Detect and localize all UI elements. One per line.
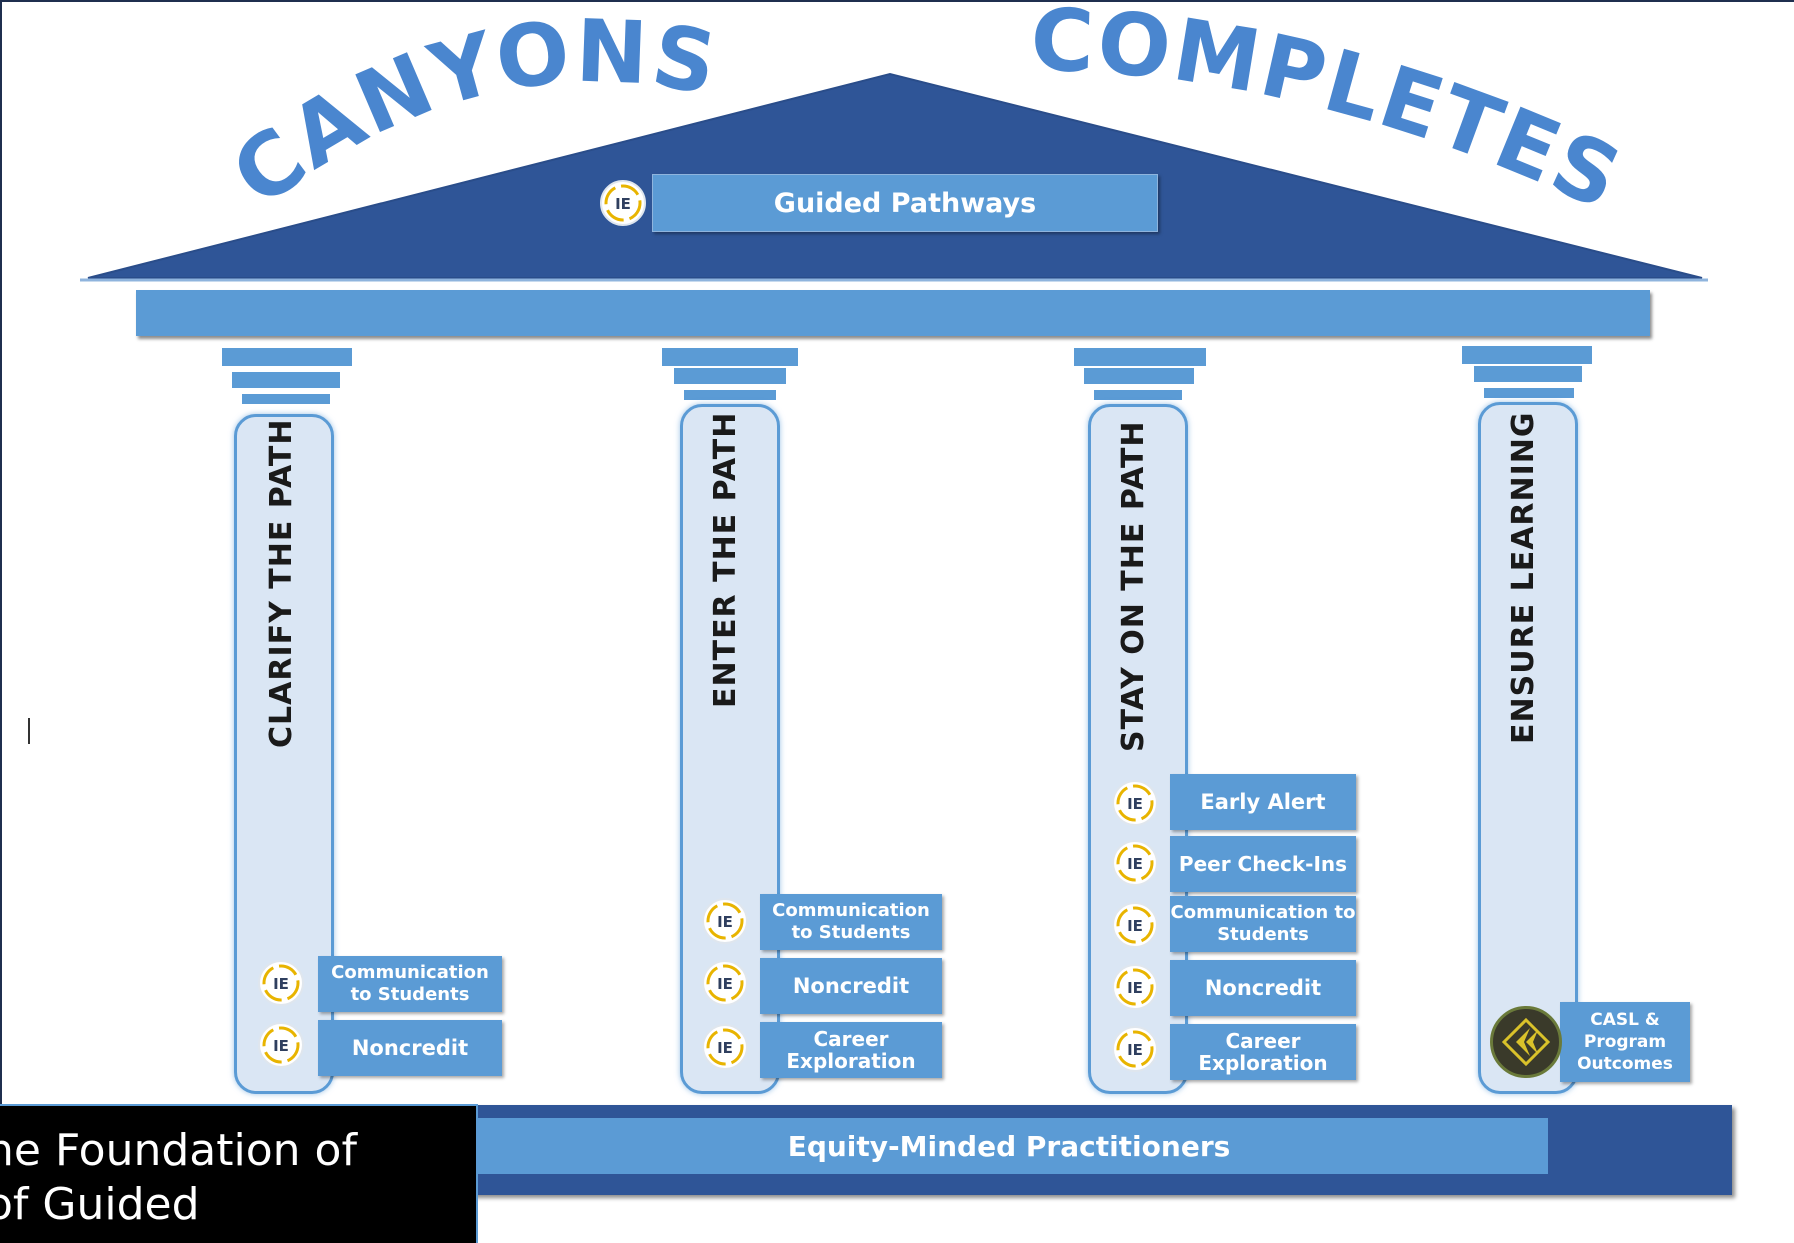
column-1-capital-top [222,348,352,366]
frame-top-border [0,0,1794,2]
svg-text:IE: IE [1127,917,1143,935]
column-3-item-2: Peer Check-Ins [1170,836,1356,892]
svg-text:IE: IE [1127,855,1143,873]
svg-text:IE: IE [1127,1041,1143,1059]
foundation-label: Equity-Minded Practitioners [470,1118,1548,1174]
svg-text:IE: IE [273,1037,289,1055]
ie-logo-icon: IE [702,1024,748,1070]
column-1-title: CLARIFY THE PATH [264,418,299,748]
svg-text:IE: IE [615,195,631,213]
column-1-item-1-label: Communication to Students [331,962,489,1005]
column-2-item-1-label: Communication to Students [772,900,930,943]
column-2-title: ENTER THE PATH [708,411,743,708]
guided-pathways-label: Guided Pathways [652,174,1158,232]
column-4-item-1: CASL & Program Outcomes [1560,1002,1690,1082]
column-2-capital-mid [674,368,786,384]
column-1-item-2-label: Noncredit [351,1036,469,1060]
column-2-capital-top [662,348,798,366]
column-3-item-5-label: Career Exploration [1198,1029,1328,1075]
column-3-title: STAY ON THE PATH [1116,420,1151,752]
column-4-capital-top [1462,346,1592,364]
column-3-capital-low [1094,390,1182,400]
column-1-item-2: Noncredit [318,1020,502,1076]
column-3-item-1: Early Alert [1170,774,1356,830]
column-1-item-1: Communication to Students [318,956,502,1012]
column-2-item-1: Communication to Students [760,894,942,950]
column-3-item-1-label: Early Alert [1200,790,1326,814]
ie-logo-icon: IE [1112,780,1158,826]
entablature-beam [136,290,1650,336]
ie-logo-icon: IE [1112,902,1158,948]
ie-logo-icon: IE [258,960,304,1006]
column-4-title: ENSURE LEARNING [1506,411,1541,744]
column-3-item-3-label: Communication to Students [1170,902,1356,945]
svg-text:CANYONS: CANYONS [214,2,725,227]
column-4-capital-low [1484,388,1574,398]
column-3-item-3: Communication to Students [1170,896,1356,952]
ie-logo-icon: IE [1112,964,1158,1010]
caption-line-2: of Guided [0,1179,200,1230]
column-3-item-4-label: Noncredit [1204,976,1322,1000]
svg-text:IE: IE [273,975,289,993]
column-4-shaft [1478,402,1578,1094]
svg-text:IE: IE [717,913,733,931]
ie-logo-icon: IE [1112,1026,1158,1072]
column-3-capital-top [1074,348,1206,366]
ie-logo-icon: IE [702,960,748,1006]
svg-text:IE: IE [1127,979,1143,997]
ie-logo-icon: IE [258,1022,304,1068]
column-1-capital-mid [232,372,340,388]
column-2-item-2-label: Noncredit [792,974,910,998]
casl-logo-icon [1490,1006,1562,1078]
foundation-label-text: Equity-Minded Practitioners [787,1129,1231,1163]
column-4-capital-mid [1474,366,1582,382]
ie-logo-icon: IE [1112,840,1158,886]
text-cursor [28,718,30,744]
caption-line-1: he Foundation of [0,1125,357,1176]
column-4-item-1-label: CASL & Program Outcomes [1577,1010,1673,1074]
svg-text:IE: IE [717,1039,733,1057]
ie-logo-icon: IE [702,898,748,944]
column-2-capital-low [684,390,776,400]
column-1-capital-low [242,394,330,404]
ie-logo-icon: IE [600,180,646,226]
column-2-item-3: Career Exploration [760,1022,942,1078]
title-left-word: CANYONS [213,0,725,228]
frame-left-border [0,0,2,1243]
guided-pathways-text: Guided Pathways [773,187,1037,219]
svg-text:IE: IE [717,975,733,993]
column-2-item-2: Noncredit [760,958,942,1014]
column-3-item-2-label: Peer Check-Ins [1178,852,1348,876]
svg-text:IE: IE [1127,795,1143,813]
column-3-item-5: Career Exploration [1170,1024,1356,1080]
column-3-capital-mid [1084,368,1194,384]
caption-box: he Foundation of of Guided [0,1104,478,1243]
column-3-item-4: Noncredit [1170,960,1356,1016]
column-2-item-3-label: Career Exploration [786,1027,916,1073]
